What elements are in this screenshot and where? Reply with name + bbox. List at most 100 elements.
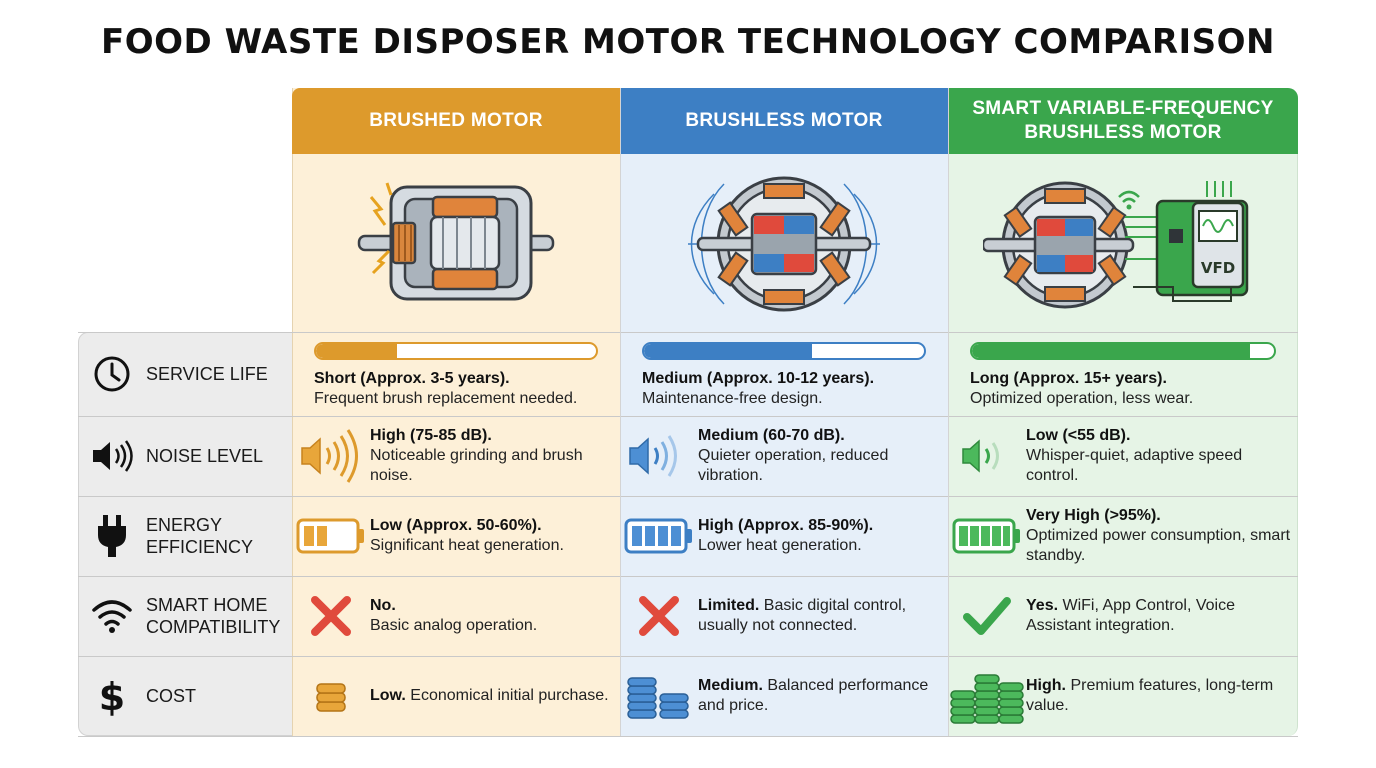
- energy-brushless-note: Lower heat generation.: [698, 537, 862, 554]
- service-life-smart-note: Optimized operation, less wear.: [970, 390, 1194, 407]
- smart-label-line1: SMART HOME: [146, 595, 268, 615]
- cost-brushed-value: Low.: [370, 687, 406, 704]
- dollar-icon: $: [99, 675, 125, 717]
- energy-brushed-note: Significant heat generation.: [370, 537, 564, 554]
- brushed-motor-icon: [357, 182, 555, 301]
- red-x-icon: [311, 596, 351, 636]
- energy-smart-note: Optimized power consumption, smart stand…: [1026, 527, 1291, 564]
- cost-brushless-cell: Medium. Balanced performance and price.: [620, 656, 948, 736]
- noise-level-label: NOISE LEVEL: [146, 446, 264, 466]
- cost-smart-note: Premium features, long-term value.: [1026, 677, 1274, 714]
- service-life-smart-cell: Long (Approx. 15+ years). Optimized oper…: [948, 332, 1298, 416]
- smart-brushed-note: Basic analog operation.: [370, 617, 538, 634]
- noise-brushless-value: Medium (60-70 dB).: [698, 427, 845, 444]
- smart-label-line2: COMPATIBILITY: [146, 617, 281, 637]
- green-check-icon: [963, 597, 1011, 635]
- table-bottom-border: [78, 736, 1298, 737]
- wifi-icon: [92, 600, 132, 633]
- row-label-cost: $ COST: [78, 656, 292, 736]
- noise-brushed-cell: High (75-85 dB).Noticeable grinding and …: [292, 416, 620, 496]
- loud-speaker-icon: [301, 429, 358, 483]
- header-brushed-motor: BRUSHED MOTOR: [292, 88, 620, 154]
- cost-brushless-value: Medium.: [698, 677, 763, 694]
- speaker-icon: [93, 440, 133, 472]
- row-divider: [78, 416, 1298, 417]
- row-divider: [78, 576, 1298, 577]
- header-smart-label-line2: BRUSHLESS MOTOR: [1024, 122, 1222, 143]
- coin-stack-medium-icon: [627, 677, 689, 719]
- service-life-brushed-value: Short (Approx. 3-5 years).: [314, 370, 510, 387]
- coin-stack-large-icon: [950, 674, 1024, 724]
- noise-brushless-note: Quieter operation, reduced vibration.: [698, 447, 889, 484]
- cost-smart-value: High.: [1026, 677, 1066, 694]
- service-life-label: SERVICE LIFE: [146, 364, 268, 384]
- cost-smart-cell: High. Premium features, long-term value.: [948, 656, 1298, 736]
- energy-smart-cell: Very High (>95%). Optimized power consump…: [948, 496, 1298, 576]
- smart-smart-note: WiFi, App Control, Voice Assistant integ…: [1026, 597, 1235, 634]
- energy-brushed-value: Low (Approx. 50-60%).: [370, 517, 542, 534]
- service-life-smart-value: Long (Approx. 15+ years).: [970, 370, 1167, 387]
- noise-smart-note: Whisper-quiet, adaptive speed control.: [1026, 447, 1243, 484]
- energy-label-line2: EFFICIENCY: [146, 537, 254, 557]
- row-divider: [78, 496, 1298, 497]
- battery-low-icon: [296, 518, 364, 554]
- smart-smart-value: Yes.: [1026, 597, 1059, 614]
- brushed-motor-illustration: [292, 160, 620, 328]
- quiet-speaker-icon: [962, 439, 999, 473]
- smart-column: [948, 88, 1298, 736]
- page-title: FOOD WASTE DISPOSER MOTOR TECHNOLOGY COM…: [100, 22, 1276, 62]
- smart-brushless-value: Limited.: [698, 597, 760, 614]
- service-life-bar-smart: [970, 342, 1276, 360]
- row-divider: [78, 656, 1298, 657]
- smart-brushed-value: No.: [370, 597, 396, 614]
- energy-smart-value: Very High (>95%).: [1026, 507, 1161, 524]
- energy-brushless-cell: High (Approx. 85-90%). Lower heat generat…: [620, 496, 948, 576]
- header-smart-motor: SMART VARIABLE-FREQUENCY BRUSHLESS MOTOR: [948, 88, 1298, 154]
- noise-smart-value: Low (<55 dB).: [1026, 427, 1131, 444]
- svg-text:$: $: [99, 675, 125, 717]
- cost-brushed-note: Economical initial purchase.: [410, 687, 609, 704]
- battery-high-icon: [624, 518, 692, 554]
- service-life-bar-fill: [972, 344, 1250, 358]
- smart-brushed-cell: No. Basic analog operation.: [292, 576, 620, 656]
- column-divider: [948, 88, 949, 736]
- smart-brushless-cell: Limited. Basic digital control, usually …: [620, 576, 948, 656]
- service-life-brushless-note: Maintenance-free design.: [642, 390, 823, 407]
- smart-smart-cell: Yes. WiFi, App Control, Voice Assistant …: [948, 576, 1298, 656]
- medium-speaker-icon: [629, 435, 677, 477]
- header-brushless-label: BRUSHLESS MOTOR: [685, 110, 883, 132]
- coin-stack-small-icon: [316, 683, 346, 712]
- vfd-label: VFD: [1201, 259, 1235, 277]
- energy-brushless-value: High (Approx. 85-90%).: [698, 517, 874, 534]
- noise-brushed-value: High (75-85 dB).: [370, 427, 492, 444]
- column-divider: [620, 88, 621, 736]
- brushless-motor-illustration: [620, 160, 948, 328]
- row-label-noise-level: NOISE LEVEL: [78, 416, 292, 496]
- service-life-bar-brushless: [642, 342, 926, 360]
- cost-brushless-note: Balanced performance and price.: [698, 677, 929, 714]
- header-brushless-motor: BRUSHLESS MOTOR: [620, 88, 948, 154]
- service-life-bar-brushed: [314, 342, 598, 360]
- smart-vfd-motor-icon: VFD: [983, 181, 1249, 309]
- energy-brushed-cell: Low (Approx. 50-60%). Significant heat ge…: [292, 496, 620, 576]
- smart-motor-illustration: VFD: [948, 160, 1298, 328]
- service-life-bar-fill: [316, 344, 398, 358]
- smart-brushless-note: Basic digital control, usually not conne…: [698, 597, 907, 634]
- row-label-service-life: SERVICE LIFE: [78, 332, 292, 416]
- service-life-brushed-note: Frequent brush replacement needed.: [314, 390, 578, 407]
- service-life-bar-fill: [644, 344, 812, 358]
- clock-icon: [94, 356, 130, 392]
- battery-full-icon: [952, 518, 1020, 554]
- energy-label-line1: ENERGY: [146, 515, 223, 535]
- cost-brushed-cell: Low. Economical initial purchase.: [292, 656, 620, 736]
- cost-label: COST: [146, 686, 197, 706]
- red-x-icon: [639, 596, 679, 636]
- noise-brushless-cell: Medium (60-70 dB). Quieter operation, red…: [620, 416, 948, 496]
- service-life-brushed-cell: Short (Approx. 3-5 years). Frequent brus…: [292, 332, 620, 416]
- plug-icon: [98, 515, 126, 557]
- service-life-brushless-value: Medium (Approx. 10-12 years).: [642, 370, 875, 387]
- header-brushed-label: BRUSHED MOTOR: [369, 110, 543, 132]
- header-smart-label-line1: SMART VARIABLE-FREQUENCY: [972, 98, 1274, 120]
